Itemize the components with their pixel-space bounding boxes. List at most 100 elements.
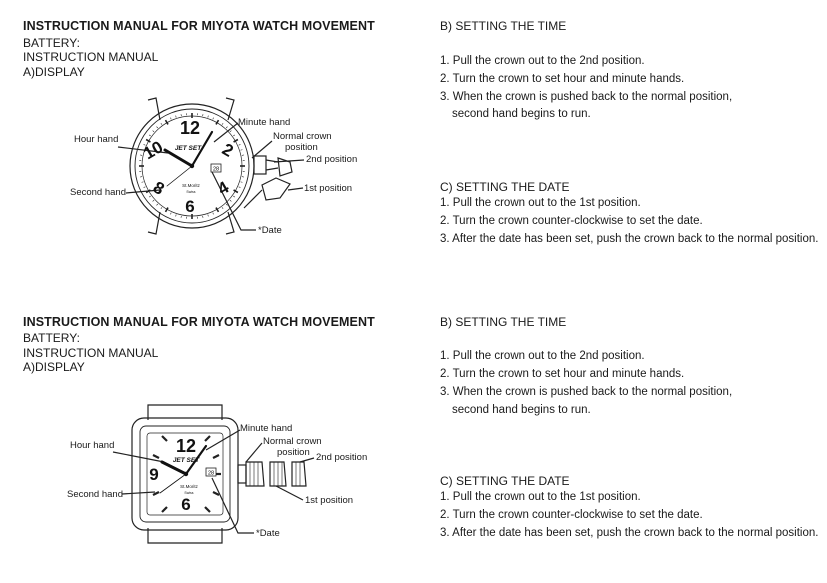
date-step-3: 3. After the date has been set, push the… (440, 527, 819, 539)
dial-tick (145, 189, 151, 194)
dial-tick (233, 134, 236, 137)
dial-tick (212, 212, 214, 215)
round-watch-diagram: 12 10 2 8 4 6 JET SET St.Moritz Swiss 28 (117, 97, 305, 235)
label-date: *Date (256, 528, 280, 539)
dial-tick (141, 149, 144, 151)
label-2nd-position: 2nd position (316, 452, 368, 463)
time-step-3-cont: second hand begins to run. (452, 108, 591, 120)
brand-logo: JET SET (175, 145, 202, 152)
dial-tick (225, 203, 228, 206)
label-normal-crown-position: position (285, 142, 318, 153)
dial-tick (207, 115, 209, 118)
dial-index (212, 454, 220, 459)
manual-title: INSTRUCTION MANUAL FOR MIYOTA WATCH MOVE… (23, 19, 375, 33)
dial-tick (240, 149, 243, 151)
dial-tick (145, 138, 151, 143)
numeral-12: 12 (176, 436, 196, 456)
numeral-9: 9 (149, 465, 158, 484)
dial-tick (164, 207, 169, 213)
dial-tick (229, 199, 232, 202)
dial-index (152, 454, 160, 459)
dial-index (204, 506, 211, 513)
dial-tick (221, 122, 224, 125)
date-step-3: 3. After the date has been set, push the… (440, 233, 819, 245)
time-step-2: 2. Turn the crown to set hour and minute… (440, 368, 685, 380)
label-minute-hand: Minute hand (240, 423, 293, 434)
label-normal-crown: Normal crown (273, 131, 332, 142)
date-step-2: 2. Turn the crown counter-clockwise to s… (440, 509, 703, 521)
dial-tick (160, 207, 163, 210)
dial-tick (141, 181, 144, 183)
setting-time-heading: B) SETTING THE TIME (440, 315, 567, 329)
dial-tick (175, 214, 177, 217)
numeral-12: 12 (180, 118, 200, 138)
numeral-6: 6 (185, 197, 194, 216)
battery-label: BATTERY: (23, 331, 80, 345)
dial-tick (170, 212, 172, 215)
dial-index (152, 491, 160, 496)
time-step-1: 1. Pull the crown out to the 2nd positio… (440, 350, 645, 362)
dial-tick (225, 126, 228, 129)
dial-tick (148, 134, 151, 137)
label-hour-hand: Hour hand (70, 440, 115, 451)
time-step-3: 3. When the crown is pushed back to the … (440, 386, 733, 398)
dial-tick (233, 195, 236, 198)
brand-logo: JET SET (173, 457, 200, 464)
date-step-1: 1. Pull the crown out to the 1st positio… (440, 197, 641, 209)
dial-tick (175, 115, 177, 118)
time-step-2: 2. Turn the crown to set hour and minute… (440, 73, 685, 85)
label-minute-hand: Minute hand (238, 117, 291, 128)
dial-tick (215, 207, 220, 213)
dial-tick (233, 138, 239, 143)
dial-tick (152, 199, 155, 202)
label-2nd-position: 2nd position (306, 154, 358, 165)
display-heading: A)DISPLAY (23, 360, 85, 374)
dial-tick (156, 126, 159, 129)
time-step-3-cont: second hand begins to run. (452, 404, 591, 416)
setting-date-heading: C) SETTING THE DATE (440, 474, 570, 488)
dial-tick (238, 144, 241, 146)
instruction-manual-label: INSTRUCTION MANUAL (23, 346, 159, 360)
date-window: 28 (213, 167, 219, 173)
dial-tick (221, 207, 224, 210)
label-second-hand: Second hand (70, 187, 126, 198)
dial-tick (207, 214, 209, 217)
second-hand (159, 473, 187, 494)
sub-text: Swiss (186, 190, 195, 194)
dial-tick (156, 203, 159, 206)
instruction-manual-label: INSTRUCTION MANUAL (23, 50, 159, 64)
display-heading: A)DISPLAY (23, 65, 85, 79)
label-date: *Date (258, 225, 282, 236)
sub-brand: St.Moritz (180, 484, 199, 489)
dial-tick (152, 130, 155, 133)
time-step-3: 3. When the crown is pushed back to the … (440, 91, 733, 103)
sub-text: Swiss (184, 491, 193, 495)
label-normal-crown: Normal crown (263, 436, 322, 447)
label-1st-position: 1st position (304, 183, 353, 194)
manual-title: INSTRUCTION MANUAL FOR MIYOTA WATCH MOVE… (23, 315, 375, 329)
setting-date-heading: C) SETTING THE DATE (440, 180, 570, 194)
dial-index (204, 435, 211, 442)
dial-tick (240, 181, 243, 183)
hour-hand (160, 460, 188, 476)
dial-tick (229, 130, 232, 133)
setting-time-heading: B) SETTING THE TIME (440, 19, 567, 33)
numeral-6: 6 (181, 495, 190, 514)
sub-brand: St.Moritz (182, 183, 201, 188)
dial-tick (170, 117, 172, 120)
time-step-1: 1. Pull the crown out to the 2nd positio… (440, 55, 645, 67)
dial-tick (215, 119, 220, 125)
hour-hand (163, 148, 194, 168)
dial-tick (164, 119, 169, 125)
label-second-hand: Second hand (67, 489, 123, 500)
second-hand (166, 165, 193, 187)
dial-tick (238, 186, 241, 188)
label-hour-hand: Hour hand (74, 134, 119, 145)
dial-tick (143, 186, 146, 188)
minute-hand (184, 444, 208, 476)
label-normal-crown-position: position (277, 447, 310, 458)
minute-hand (190, 130, 214, 168)
dial-index (161, 435, 168, 442)
dial-tick (148, 195, 151, 198)
date-step-2: 2. Turn the crown counter-clockwise to s… (440, 215, 703, 227)
